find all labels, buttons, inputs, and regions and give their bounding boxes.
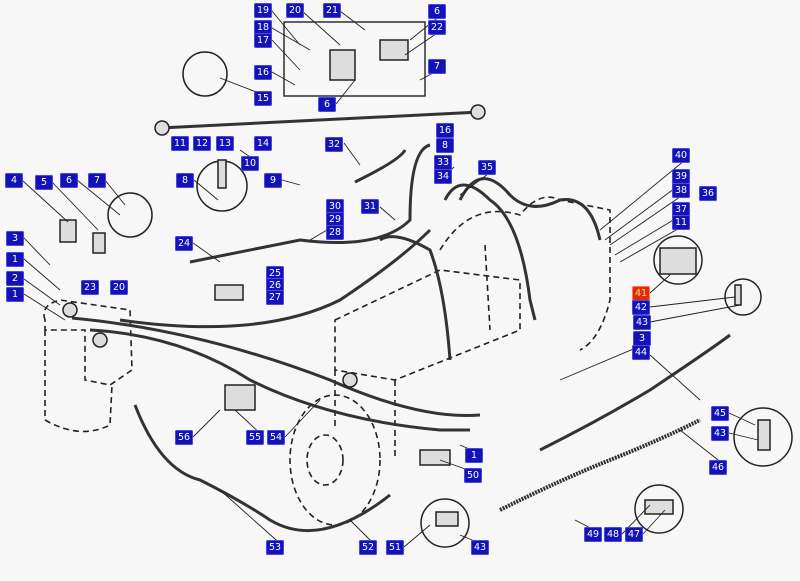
callout-34[interactable]: 34 [434,169,452,184]
callout-27[interactable]: 27 [266,290,284,305]
callout-17[interactable]: 17 [254,33,272,48]
callout-6[interactable]: 6 [60,173,78,188]
callout-24[interactable]: 24 [175,236,193,251]
leader-lines [22,10,759,548]
callout-35[interactable]: 35 [478,160,496,175]
callout-29[interactable]: 29 [326,212,344,227]
callout-13[interactable]: 13 [216,136,234,151]
callout-30[interactable]: 30 [326,199,344,214]
callout-49[interactable]: 49 [584,527,602,542]
callout-3[interactable]: 3 [6,231,24,246]
callout-10[interactable]: 10 [241,156,259,171]
callout-1[interactable]: 1 [465,448,483,463]
callout-8[interactable]: 8 [436,138,454,153]
callout-43[interactable]: 43 [633,315,651,330]
callout-18[interactable]: 18 [254,20,272,35]
callout-16[interactable]: 16 [436,123,454,138]
callout-47[interactable]: 47 [625,527,643,542]
callout-23[interactable]: 23 [81,280,99,295]
callout-54[interactable]: 54 [267,430,285,445]
callout-48[interactable]: 48 [604,527,622,542]
callout-37[interactable]: 37 [672,202,690,217]
callout-14[interactable]: 14 [254,136,272,151]
callout-44[interactable]: 44 [632,345,650,360]
detail-circles [107,51,793,548]
callout-42[interactable]: 42 [632,300,650,315]
callout-1[interactable]: 1 [6,252,24,267]
callout-15[interactable]: 15 [254,91,272,106]
callout-4[interactable]: 4 [5,173,23,188]
callout-39[interactable]: 39 [672,169,690,184]
callout-2[interactable]: 2 [6,271,24,286]
callout-19[interactable]: 19 [254,3,272,18]
callout-38[interactable]: 38 [672,183,690,198]
callout-25[interactable]: 25 [266,266,284,281]
callout-21[interactable]: 21 [323,3,341,18]
callout-3[interactable]: 3 [633,331,651,346]
callout-11[interactable]: 11 [171,136,189,151]
callout-31[interactable]: 31 [361,199,379,214]
callout-33[interactable]: 33 [434,155,452,170]
callout-28[interactable]: 28 [326,225,344,240]
callout-43[interactable]: 43 [471,540,489,555]
engine-block-outline [43,196,611,526]
callout-46[interactable]: 46 [709,460,727,475]
callout-32[interactable]: 32 [325,137,343,152]
callout-8[interactable]: 8 [176,173,194,188]
callout-40[interactable]: 40 [672,148,690,163]
callout-7[interactable]: 7 [428,59,446,74]
callout-9[interactable]: 9 [264,173,282,188]
callout-5[interactable]: 5 [35,175,53,190]
callout-22[interactable]: 22 [428,20,446,35]
parts [59,39,771,527]
callout-43[interactable]: 43 [711,426,729,441]
callout-36[interactable]: 36 [699,186,717,201]
callout-50[interactable]: 50 [464,468,482,483]
callout-12[interactable]: 12 [193,136,211,151]
callout-6[interactable]: 6 [428,4,446,19]
callout-26[interactable]: 26 [266,278,284,293]
callout-41-highlighted[interactable]: 41 [632,286,650,301]
callout-20[interactable]: 20 [286,3,304,18]
callout-52[interactable]: 52 [359,540,377,555]
callout-51[interactable]: 51 [386,540,404,555]
callout-6[interactable]: 6 [318,97,336,112]
callout-55[interactable]: 55 [246,430,264,445]
callout-1[interactable]: 1 [6,287,24,302]
callout-56[interactable]: 56 [175,430,193,445]
fuel-pipes [71,110,731,533]
callout-53[interactable]: 53 [266,540,284,555]
callout-16[interactable]: 16 [254,65,272,80]
callout-20[interactable]: 20 [110,280,128,295]
callout-7[interactable]: 7 [88,173,106,188]
callout-45[interactable]: 45 [711,406,729,421]
callout-11[interactable]: 11 [672,215,690,230]
